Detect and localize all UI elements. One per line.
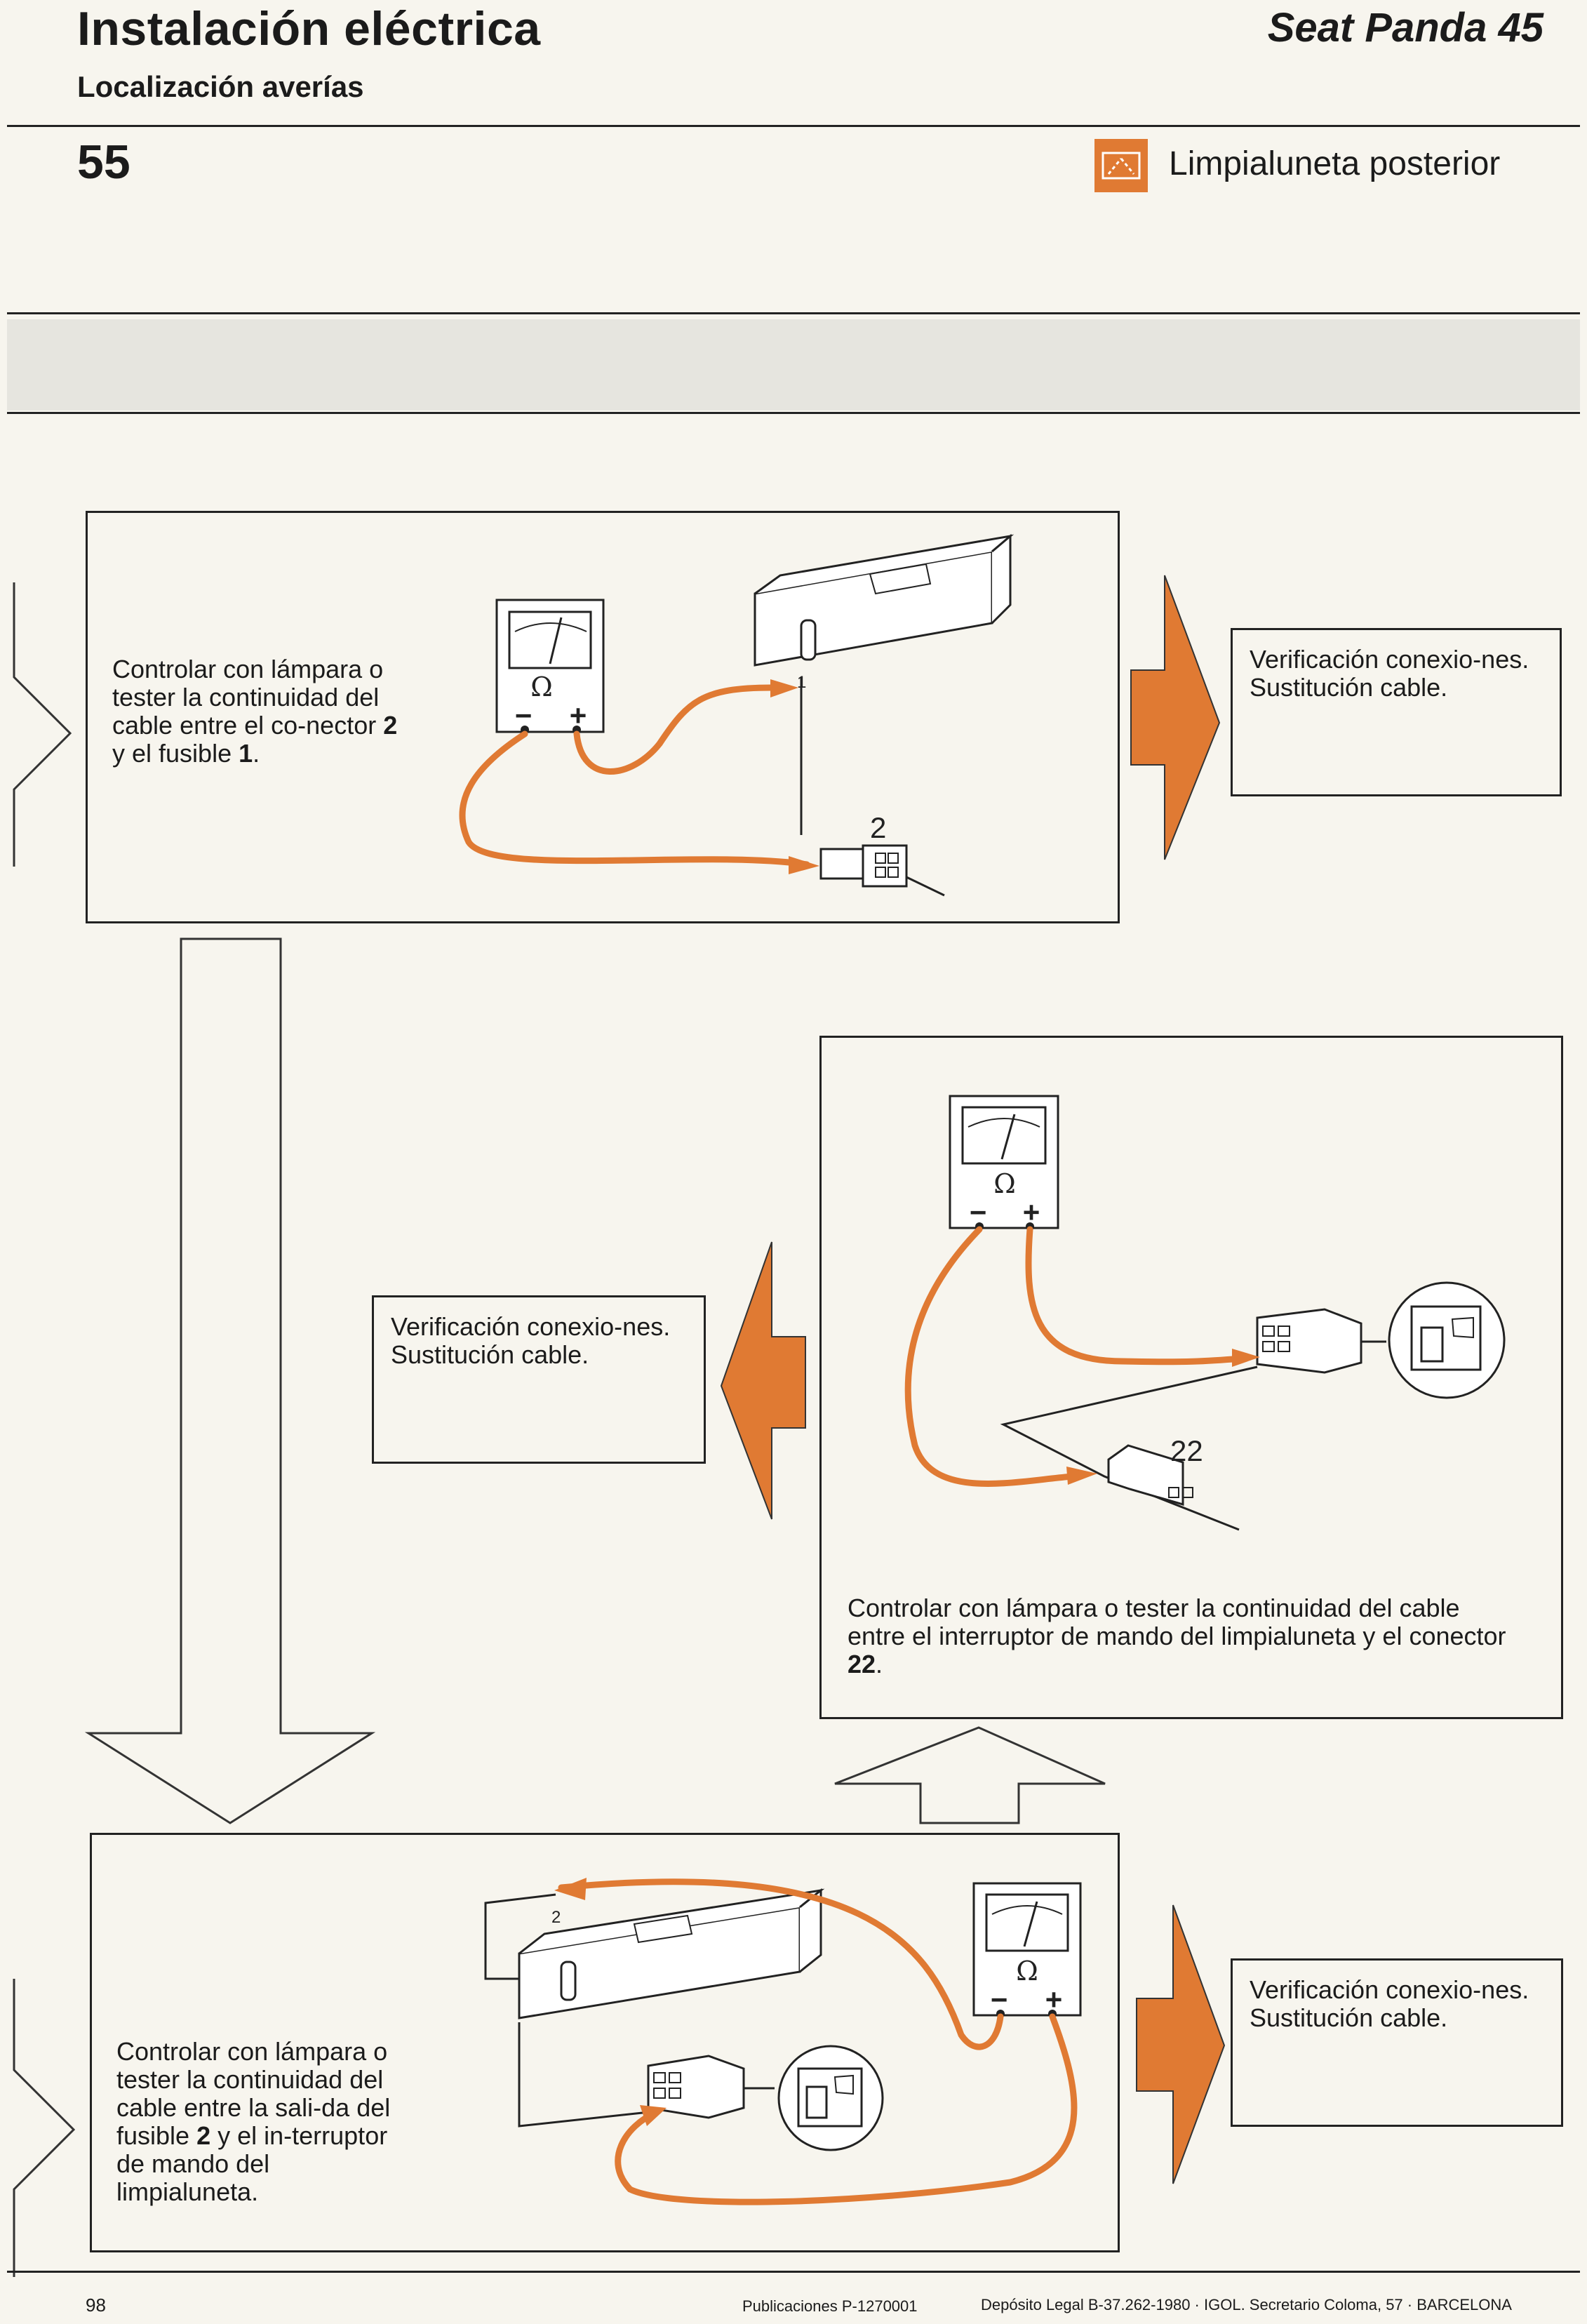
edge-arrow-top — [13, 582, 72, 867]
plus-label: + — [570, 699, 587, 732]
probe-lead-positive-1 — [573, 684, 775, 775]
orange-arrow-left-2 — [720, 1241, 806, 1520]
minus-label-2: − — [970, 1196, 987, 1229]
probe-lead-positive-2 — [1025, 1226, 1245, 1365]
edge-arrow-bottom — [13, 1979, 76, 2277]
wiper-switch-detail-3 — [777, 2045, 884, 2151]
multimeter-1 — [495, 599, 605, 734]
document-subtitle: Localización averías — [77, 70, 364, 103]
orange-arrow-right-1 — [1130, 575, 1221, 860]
step-2-instruction: Controlar con lámpara o tester la contin… — [848, 1594, 1506, 1678]
plus-label-2: + — [1023, 1196, 1040, 1229]
fuse-label-1: 1 — [797, 673, 806, 692]
minus-label: − — [515, 699, 533, 732]
step-3-instruction: Controlar con lámpara o tester la contin… — [116, 2037, 391, 2206]
band-top-rule — [7, 312, 1580, 314]
ohm-label-3: Ω — [1016, 1956, 1038, 1986]
circuit-wire-3 — [484, 1893, 650, 2128]
probe-lead-negative-2 — [904, 1226, 1077, 1487]
switch-connector-3 — [647, 2055, 775, 2119]
document-title: Instalación eléctrica — [77, 2, 541, 55]
up-arrow — [834, 1726, 1106, 1824]
band-bottom-rule — [7, 412, 1580, 414]
step-3-result: Verificación conexio-nes.Sustitución cab… — [1231, 1958, 1563, 2127]
step-1-instruction: Controlar con lámpara o tester la contin… — [112, 655, 398, 768]
plus-label-3: + — [1045, 1983, 1063, 2016]
header-rule — [7, 125, 1580, 127]
section-number: 55 — [77, 135, 130, 189]
page-number: 98 — [86, 2295, 106, 2316]
probe-lead-negative-1 — [459, 730, 810, 868]
legal-deposit: Depósito Legal B-37.262-1980 · IGOL. Sec… — [981, 2296, 1512, 2313]
publication-ref: Publicaciones P-1270001 — [742, 2297, 918, 2315]
vehicle-model: Seat Panda 45 — [1267, 5, 1544, 51]
probe-tip-1b — [789, 856, 819, 874]
multimeter-2 — [949, 1095, 1059, 1231]
step-2-result: Verificación conexio-nes.Sustitución cab… — [372, 1295, 706, 1464]
probe-tip-3b — [640, 2105, 667, 2126]
rear-window-wiper-icon — [1094, 139, 1148, 192]
probe-tip-2a — [1232, 1349, 1260, 1367]
connector-label-22: 22 — [1170, 1434, 1203, 1467]
connector-label-2: 2 — [870, 811, 886, 844]
orange-arrow-right-3 — [1136, 1904, 1226, 2184]
probe-tip-2b — [1066, 1467, 1097, 1485]
section-title: Limpialuneta posterior — [1169, 145, 1501, 182]
wiper-switch-detail — [1388, 1281, 1506, 1399]
switch-connector — [1256, 1308, 1386, 1374]
step-1-panel — [86, 511, 1120, 923]
fuse-box-1 — [754, 533, 1015, 667]
circuit-wire-2 — [1000, 1365, 1258, 1531]
multimeter-3 — [972, 1882, 1082, 2018]
step-2-panel — [819, 1036, 1563, 1719]
step-3-panel — [90, 1833, 1120, 2252]
ohm-label-2: Ω — [993, 1168, 1016, 1199]
probe-lead-negative-3 — [558, 1878, 1004, 2050]
gray-band — [7, 319, 1580, 410]
down-arrow — [84, 937, 376, 1824]
ohm-label: Ω — [530, 672, 553, 702]
connector-2 — [819, 844, 945, 897]
probe-tip-1a — [770, 679, 798, 697]
fuse-box-3 — [518, 1888, 825, 2019]
probe-lead-positive-3 — [615, 2013, 1078, 2205]
connector-22 — [1107, 1444, 1193, 1506]
minus-label-3: − — [991, 1983, 1008, 2016]
fuse-label-3: 2 — [551, 1908, 561, 1927]
footer-rule — [7, 2271, 1580, 2273]
probe-tip-3a — [554, 1878, 587, 1900]
step-1-result: Verificación conexio-nes.Sustitución cab… — [1231, 628, 1562, 796]
